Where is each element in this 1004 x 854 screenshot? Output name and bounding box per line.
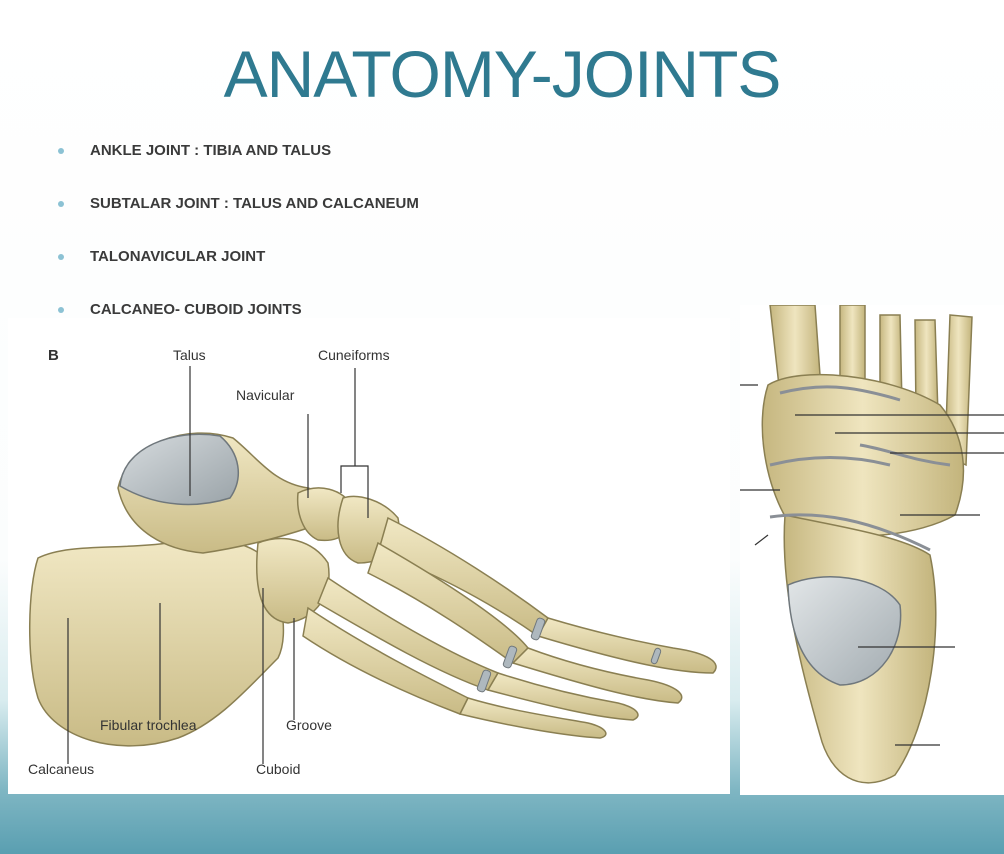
bullet-item: SUBTALAR JOINT : TALUS AND CALCANEUM — [58, 193, 419, 215]
label-cuboid: Cuboid — [256, 761, 300, 777]
lateral-foot-figure: B Talus Cuneiforms Navicular Fibular tro… — [8, 318, 730, 794]
cuboid-bone — [257, 539, 329, 623]
label-groove: Groove — [286, 717, 332, 733]
bullet-text: TALONAVICULAR JOINT — [90, 248, 265, 265]
bullet-text: CALCANEO- CUBOID JOINTS — [90, 301, 302, 318]
slide-title: ANATOMY-JOINTS — [0, 36, 1004, 112]
label-cuneiforms: Cuneiforms — [318, 347, 390, 363]
bullet-dot-icon — [58, 307, 64, 313]
bullet-dot-icon — [58, 148, 64, 154]
panel-letter: B — [48, 347, 59, 364]
label-navicular: Navicular — [236, 387, 295, 403]
bullet-text: ANKLE JOINT : TIBIA AND TALUS — [90, 142, 331, 159]
bullet-text: SUBTALAR JOINT : TALUS AND CALCANEUM — [90, 195, 419, 212]
bullet-item: ANKLE JOINT : TIBIA AND TALUS — [58, 140, 419, 162]
label-talus: Talus — [173, 347, 206, 363]
bullet-dot-icon — [58, 254, 64, 260]
talus-cartilage — [120, 434, 238, 504]
bullet-dot-icon — [58, 201, 64, 207]
lateral-foot-illustration: B Talus Cuneiforms Navicular Fibular tro… — [8, 318, 730, 794]
foot-top-view-illustration — [740, 305, 1004, 795]
foot-top-view-figure — [740, 305, 1004, 795]
bullet-item: TALONAVICULAR JOINT — [58, 246, 419, 268]
label-fibular-trochlea: Fibular trochlea — [100, 717, 197, 733]
label-calcaneus: Calcaneus — [28, 761, 94, 777]
